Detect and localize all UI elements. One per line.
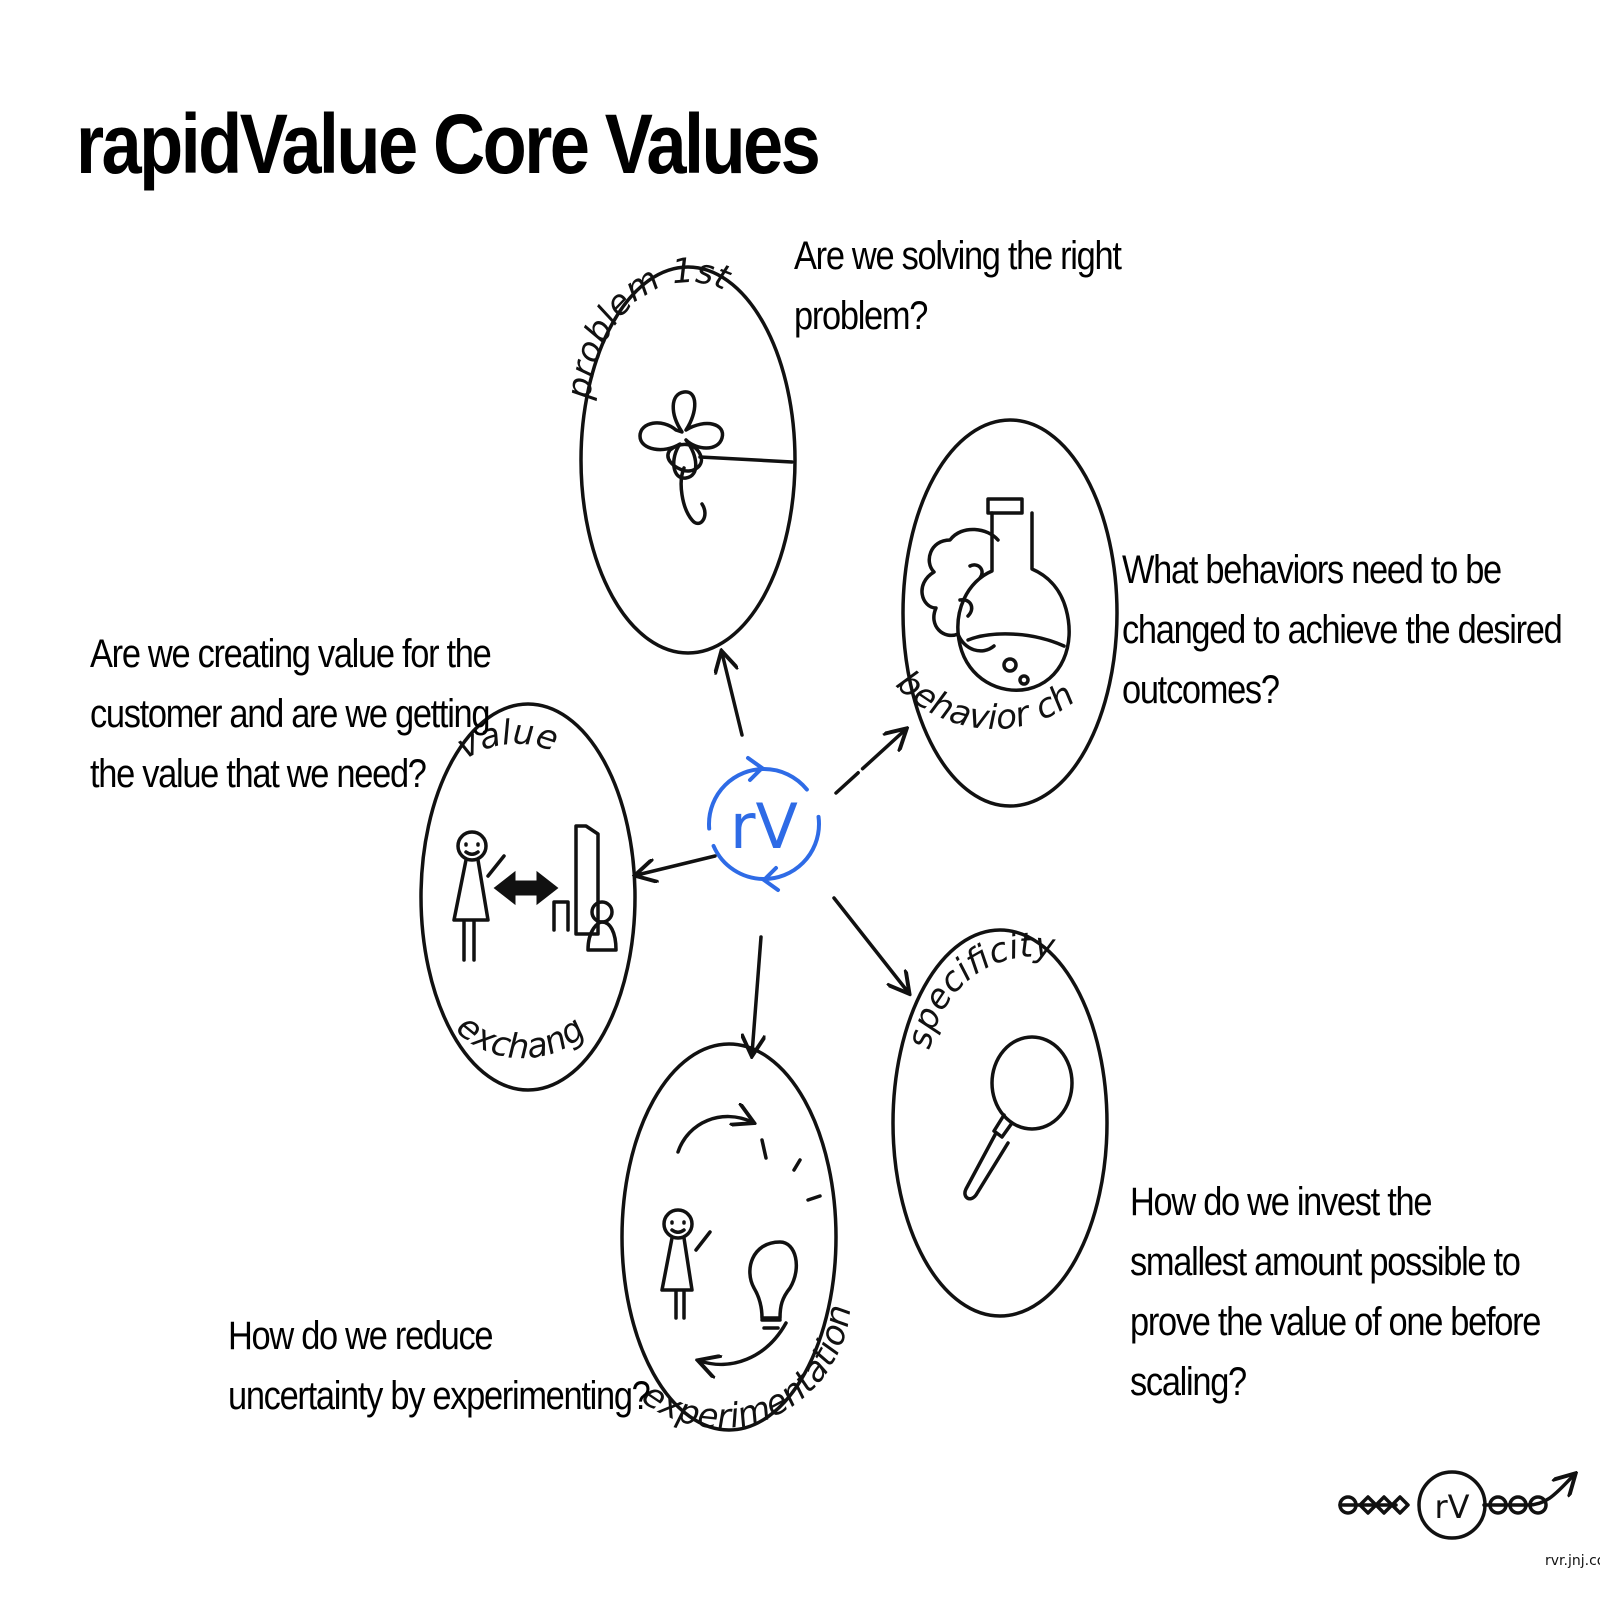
arrow-to-value-exchange xyxy=(637,854,717,875)
node-label-problem-1st: problem 1st xyxy=(559,251,737,402)
connector-arrows xyxy=(637,653,908,1054)
arrow-to-specificity xyxy=(832,896,908,992)
question-line: How do we invest the xyxy=(1130,1180,1432,1224)
arrow-to-experimentation xyxy=(752,935,761,1054)
question-line: uncertainty by experimenting? xyxy=(228,1374,651,1418)
question-line: the value that we need? xyxy=(90,752,427,796)
question-line: customer and are we getting xyxy=(90,692,491,736)
tangled-knot-icon xyxy=(638,390,794,526)
question-line: What behaviors need to be xyxy=(1122,548,1502,592)
footer-logo-label: rV xyxy=(1434,1488,1469,1526)
magnifying-glass-icon xyxy=(963,1035,1074,1201)
page-title: rapidValue Core Values xyxy=(76,97,821,191)
question-line: Are we solving the right xyxy=(794,234,1122,278)
arrow-to-behavior xyxy=(834,730,905,795)
question-line: outcomes? xyxy=(1122,668,1280,712)
value-node-specificity: specificity xyxy=(891,925,1109,1318)
idea-cycle-icon xyxy=(660,1117,822,1365)
question-line: How do we reduce xyxy=(228,1314,494,1358)
question-line: prove the value of one before xyxy=(1130,1300,1541,1344)
question-line: Are we creating value for the xyxy=(90,632,492,676)
question-value-exchange: Are we creating value for the customer a… xyxy=(90,624,492,804)
question-problem-1st: Are we solving the right problem? xyxy=(794,226,1122,346)
footer-logo: rV rvr.jnj.com xyxy=(1338,1472,1600,1569)
node-label-specificity: specificity xyxy=(899,925,1057,1052)
question-behavior-change: What behaviors need to be changed to ach… xyxy=(1122,540,1563,720)
center-hub: rV xyxy=(707,756,821,892)
question-specificity: How do we invest the smallest amount pos… xyxy=(1130,1172,1541,1412)
value-node-problem-1st: problem 1st xyxy=(559,251,797,655)
exchange-people-icon xyxy=(452,824,618,962)
question-line: smallest amount possible to xyxy=(1130,1240,1521,1284)
question-line: scaling? xyxy=(1130,1360,1247,1404)
question-line: problem? xyxy=(794,294,928,338)
center-label: rV xyxy=(730,790,798,863)
value-node-experimentation: experimentation xyxy=(620,1042,860,1437)
footer-url: rvr.jnj.com xyxy=(1545,1553,1600,1569)
brain-flask-icon xyxy=(920,497,1071,692)
question-experimentation: How do we reduce uncertainty by experime… xyxy=(228,1306,651,1426)
arrow-to-problem xyxy=(722,653,744,737)
node-label-experimentation: experimentation xyxy=(635,1302,860,1437)
question-line: changed to achieve the desired xyxy=(1122,608,1563,652)
